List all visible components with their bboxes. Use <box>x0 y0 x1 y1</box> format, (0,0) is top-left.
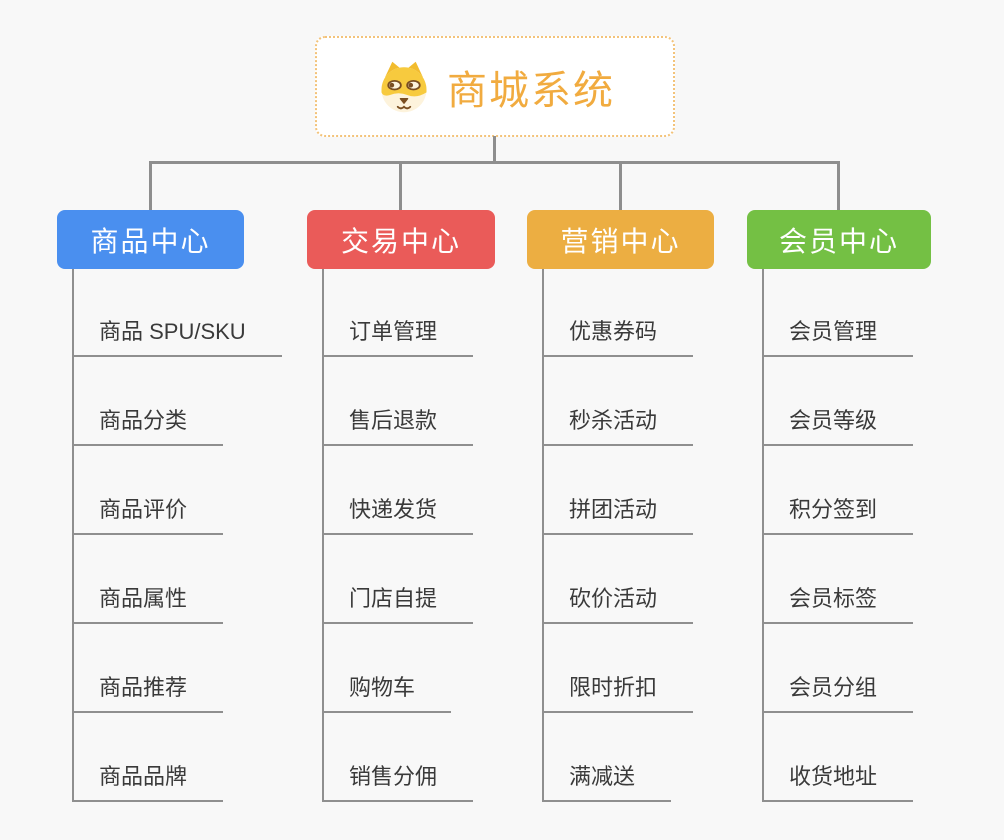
leaf-node[interactable]: 商品评价 <box>72 446 224 535</box>
root-node-title: 商城系统 <box>447 68 615 113</box>
branch-node-member-center[interactable]: 会员中心 <box>747 210 931 269</box>
leaf-node[interactable]: 商品品牌 <box>72 713 224 802</box>
dog-face-icon <box>375 60 433 114</box>
leaf-node[interactable]: 销售分佣 <box>322 713 474 802</box>
leaf-node[interactable]: 快递发货 <box>322 446 474 535</box>
leaf-node[interactable]: 售后退款 <box>322 357 474 446</box>
leaf-node[interactable]: 商品分类 <box>72 357 224 446</box>
leaf-node[interactable]: 商品推荐 <box>72 624 224 713</box>
branch-child-line-product <box>72 269 74 802</box>
leaf-node[interactable]: 限时折扣 <box>542 624 694 713</box>
root-node[interactable]: 商城系统 <box>315 36 675 137</box>
leaf-node[interactable]: 积分签到 <box>762 446 914 535</box>
branch-node-trade-center[interactable]: 交易中心 <box>307 210 495 269</box>
branch-items-trade: 订单管理 售后退款 快递发货 门店自提 购物车 销售分佣 <box>322 268 474 802</box>
leaf-node[interactable]: 收货地址 <box>762 713 914 802</box>
connector-branch-stub-trade <box>399 161 402 211</box>
leaf-node[interactable]: 会员标签 <box>762 535 914 624</box>
leaf-node[interactable]: 商品属性 <box>72 535 224 624</box>
branch-child-line-member <box>762 269 764 802</box>
connector-root-stub <box>493 136 496 164</box>
leaf-node[interactable]: 会员管理 <box>762 268 914 357</box>
leaf-node[interactable]: 优惠券码 <box>542 268 694 357</box>
leaf-node[interactable]: 门店自提 <box>322 535 474 624</box>
branch-node-product-center[interactable]: 商品中心 <box>57 210 244 269</box>
branch-items-marketing: 优惠券码 秒杀活动 拼团活动 砍价活动 限时折扣 满减送 <box>542 268 694 802</box>
leaf-node[interactable]: 拼团活动 <box>542 446 694 535</box>
leaf-node[interactable]: 购物车 <box>322 624 452 713</box>
connector-branch-stub-marketing <box>619 161 622 211</box>
branch-items-product: 商品 SPU/SKU 商品分类 商品评价 商品属性 商品推荐 商品品牌 <box>72 268 282 802</box>
leaf-node[interactable]: 砍价活动 <box>542 535 694 624</box>
leaf-node[interactable]: 满减送 <box>542 713 672 802</box>
connector-trunk <box>149 161 840 164</box>
branch-child-line-trade <box>322 269 324 802</box>
leaf-node[interactable]: 会员分组 <box>762 624 914 713</box>
branch-child-line-marketing <box>542 269 544 802</box>
leaf-node[interactable]: 商品 SPU/SKU <box>72 268 282 357</box>
connector-branch-stub-member <box>837 161 840 211</box>
branch-node-marketing-center[interactable]: 营销中心 <box>527 210 714 269</box>
branch-items-member: 会员管理 会员等级 积分签到 会员标签 会员分组 收货地址 <box>762 268 914 802</box>
connector-branch-stub-product <box>149 161 152 211</box>
leaf-node[interactable]: 订单管理 <box>322 268 474 357</box>
leaf-node[interactable]: 秒杀活动 <box>542 357 694 446</box>
leaf-node[interactable]: 会员等级 <box>762 357 914 446</box>
